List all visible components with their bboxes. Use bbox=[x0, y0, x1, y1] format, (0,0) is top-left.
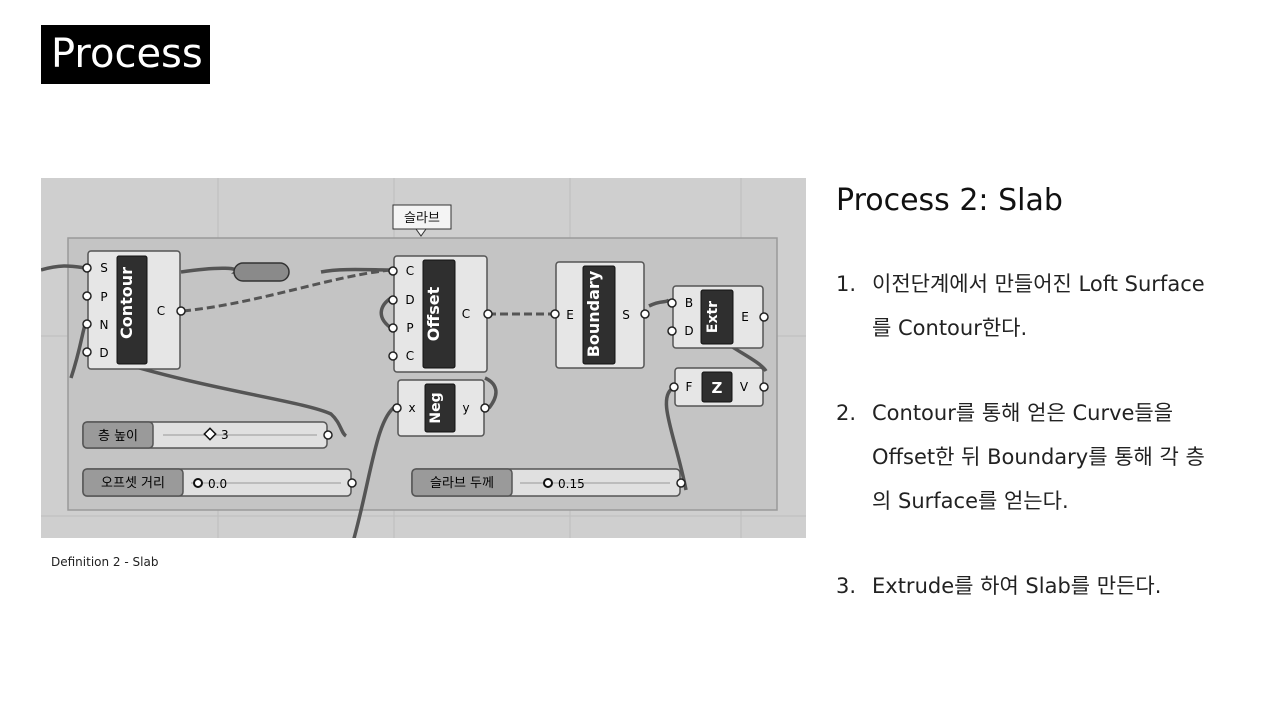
step-2-line-2: Offset한 뒤 Boundary를 통해 각 층 bbox=[872, 445, 1205, 469]
contour-output-c: C bbox=[157, 304, 165, 318]
section-heading: Process 2: Slab bbox=[836, 183, 1063, 218]
boundary-label: Boundary bbox=[584, 270, 603, 357]
offset-input-p: P bbox=[406, 321, 413, 335]
neg-output-y: y bbox=[462, 401, 469, 415]
z-input-f: F bbox=[686, 380, 693, 394]
step-2-line-3: 의 Surface를 얻는다. bbox=[872, 489, 1069, 513]
slider-slab-thickness-value: 0.15 bbox=[558, 477, 585, 491]
boundary-component[interactable]: Boundary E S bbox=[550, 261, 650, 369]
figure-caption: Definition 2 - Slab bbox=[51, 555, 159, 569]
z-component[interactable]: Z F V bbox=[669, 367, 769, 407]
boundary-input-e: E bbox=[566, 308, 574, 322]
extr-label: Extr bbox=[705, 301, 721, 333]
list-wires bbox=[182, 268, 551, 316]
slider-slab-thickness-label: 슬라브 두께 bbox=[430, 476, 494, 491]
slider-offset-distance-handle[interactable] bbox=[193, 478, 203, 488]
step-1-line-1: 이전단계에서 만들어진 Loft Surface bbox=[872, 272, 1205, 296]
extr-output-e: E bbox=[741, 310, 749, 324]
group-label-text: 슬라브 bbox=[404, 211, 440, 226]
contour-label: Contour bbox=[117, 267, 136, 339]
step-3-number: 3. bbox=[836, 574, 857, 598]
wire-relay[interactable] bbox=[233, 262, 290, 282]
neg-label: Neg bbox=[428, 392, 444, 423]
slider-offset-distance-value: 0.0 bbox=[208, 477, 227, 491]
step-1-line-2: 를 Contour한다. bbox=[872, 316, 1028, 340]
contour-input-n: N bbox=[100, 318, 109, 332]
extr-component[interactable]: Extr B D E bbox=[667, 285, 769, 349]
offset-input-c2: C bbox=[406, 349, 414, 363]
step-3-line-1: Extrude를 하여 Slab를 만든다. bbox=[872, 574, 1162, 598]
offset-label: Offset bbox=[424, 286, 443, 341]
definition-graph[interactable]: 슬라브 Contour S P N D C Offset C D P C bbox=[41, 178, 806, 538]
z-output-v: V bbox=[740, 380, 749, 394]
contour-input-d: D bbox=[99, 346, 108, 360]
slider-floor-height[interactable]: 층 높이 3 bbox=[82, 421, 333, 449]
offset-output-c: C bbox=[462, 307, 470, 321]
step-1-number: 1. bbox=[836, 272, 857, 296]
slider-floor-height-value: 3 bbox=[221, 428, 229, 442]
offset-input-d: D bbox=[405, 293, 414, 307]
step-2-line-1: Contour를 통해 얻은 Curve들을 bbox=[872, 401, 1174, 425]
contour-component[interactable]: Contour S P N D C bbox=[82, 250, 186, 370]
slider-slab-thickness[interactable]: 슬라브 두께 0.15 bbox=[411, 468, 686, 497]
slider-offset-distance[interactable]: 오프셋 거리 0.0 bbox=[82, 468, 357, 497]
offset-input-c: C bbox=[406, 264, 414, 278]
offset-component[interactable]: Offset C D P C C bbox=[388, 255, 493, 373]
slider-offset-distance-label: 오프셋 거리 bbox=[101, 476, 165, 491]
grasshopper-canvas[interactable]: 슬라브 Contour S P N D C Offset C D P C bbox=[41, 178, 806, 538]
boundary-output-s: S bbox=[622, 308, 630, 322]
slider-floor-height-label: 층 높이 bbox=[98, 429, 138, 444]
group-label[interactable]: 슬라브 bbox=[392, 204, 452, 237]
slider-slab-thickness-handle[interactable] bbox=[543, 478, 553, 488]
extr-input-b: B bbox=[685, 296, 693, 310]
neg-input-x: x bbox=[408, 401, 415, 415]
page-title: Process bbox=[41, 25, 210, 84]
neg-component[interactable]: Neg x y bbox=[392, 379, 490, 437]
extr-input-d: D bbox=[684, 324, 693, 338]
contour-input-p: P bbox=[100, 290, 107, 304]
z-label: Z bbox=[712, 379, 723, 397]
slider-floor-height-handle[interactable] bbox=[203, 427, 217, 441]
step-2-number: 2. bbox=[836, 401, 857, 425]
contour-input-s: S bbox=[100, 261, 108, 275]
